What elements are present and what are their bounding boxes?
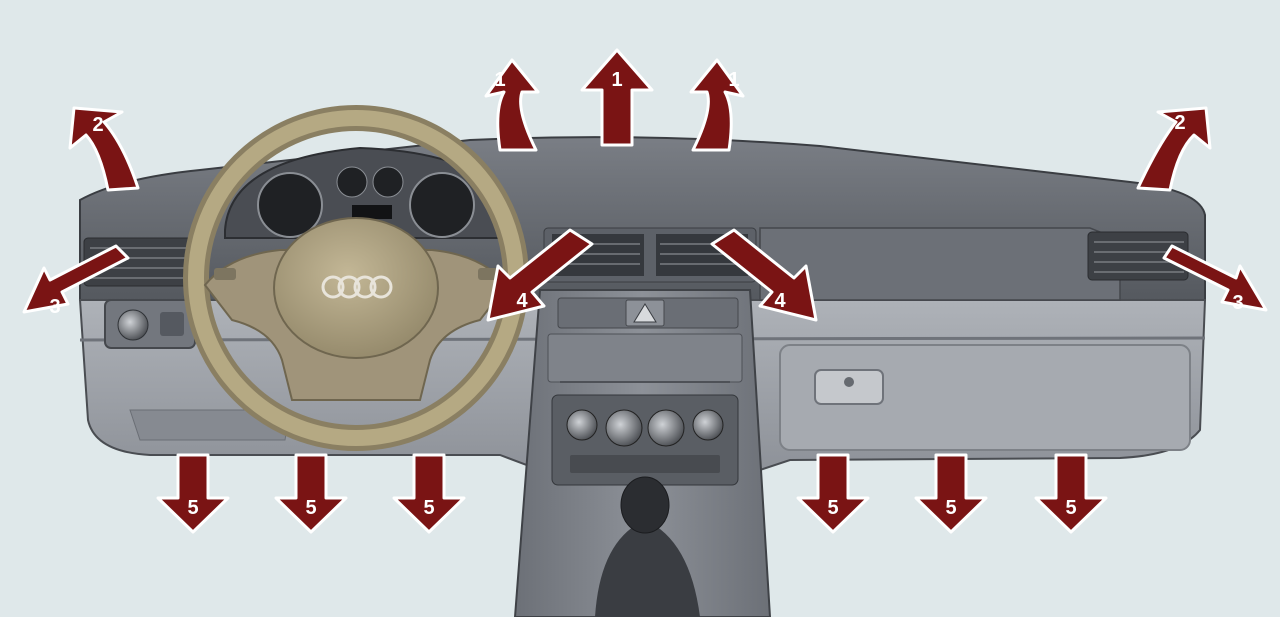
label-side-vent-right: 3 xyxy=(1232,292,1243,314)
arrow-labels: 1 1 1 2 2 3 3 4 4 5 5 5 5 5 5 xyxy=(49,69,1243,519)
airflow-arrows xyxy=(22,48,1268,534)
label-footwell-6: 5 xyxy=(1065,497,1076,519)
passenger-side-vent xyxy=(1087,231,1189,281)
four-rings-logo xyxy=(321,275,393,299)
arrow-defrost-center-left xyxy=(484,58,540,152)
arrow-side-vent-left xyxy=(22,244,130,314)
label-center-vent-left: 4 xyxy=(516,290,528,312)
label-footwell-3: 5 xyxy=(423,497,434,519)
wheel-button-left xyxy=(214,268,236,280)
climate-knob-2 xyxy=(605,409,643,447)
label-defrost-center-right: 1 xyxy=(728,69,739,91)
climate-knob-1 xyxy=(566,409,598,441)
climate-knob-3 xyxy=(647,409,685,447)
arrow-center-vent-left xyxy=(486,228,594,322)
label-side-window-left: 2 xyxy=(92,114,103,136)
label-footwell-5: 5 xyxy=(945,497,956,519)
arrow-footwell-6 xyxy=(1034,453,1108,534)
warning-triangle-icon xyxy=(633,303,657,323)
climate-knob-4 xyxy=(692,409,724,441)
arrow-footwell-2 xyxy=(274,453,348,534)
label-center-vent-right: 4 xyxy=(774,290,786,312)
label-footwell-2: 5 xyxy=(305,497,316,519)
glovebox-lock xyxy=(844,377,854,387)
arrow-footwell-5 xyxy=(914,453,988,534)
arrow-footwell-3 xyxy=(392,453,466,534)
arrow-footwell-4 xyxy=(796,453,870,534)
label-footwell-1: 5 xyxy=(187,497,198,519)
gear-knob xyxy=(620,476,670,534)
arrow-footwell-1 xyxy=(156,453,230,534)
light-switch-button xyxy=(160,312,184,336)
label-defrost-center-left: 1 xyxy=(494,69,505,91)
arrow-side-window-right xyxy=(1136,106,1212,192)
label-defrost-center: 1 xyxy=(611,69,622,91)
driver-knee-cubby xyxy=(129,409,291,441)
passenger-dash-panel xyxy=(759,227,1121,301)
instrument-cluster xyxy=(224,146,501,239)
label-side-window-right: 2 xyxy=(1174,112,1185,134)
arrow-side-vent-right xyxy=(1162,244,1268,312)
cluster-display xyxy=(352,205,392,219)
temp-gauge xyxy=(372,166,404,198)
speedometer-gauge xyxy=(409,172,475,238)
tachometer-gauge xyxy=(257,172,323,238)
arrow-center-vent-right xyxy=(710,228,818,322)
gear-boot xyxy=(595,520,700,617)
label-side-vent-left: 3 xyxy=(49,296,60,318)
arrow-defrost-center-right xyxy=(689,58,745,152)
climate-button-row xyxy=(570,455,720,473)
light-switch-knob xyxy=(117,309,149,341)
label-footwell-4: 5 xyxy=(827,497,838,519)
fuel-gauge xyxy=(336,166,368,198)
arrow-defrost-center xyxy=(580,48,654,147)
arrow-side-window-left xyxy=(68,106,140,192)
glovebox xyxy=(779,344,1191,451)
radio-slot xyxy=(547,333,743,383)
